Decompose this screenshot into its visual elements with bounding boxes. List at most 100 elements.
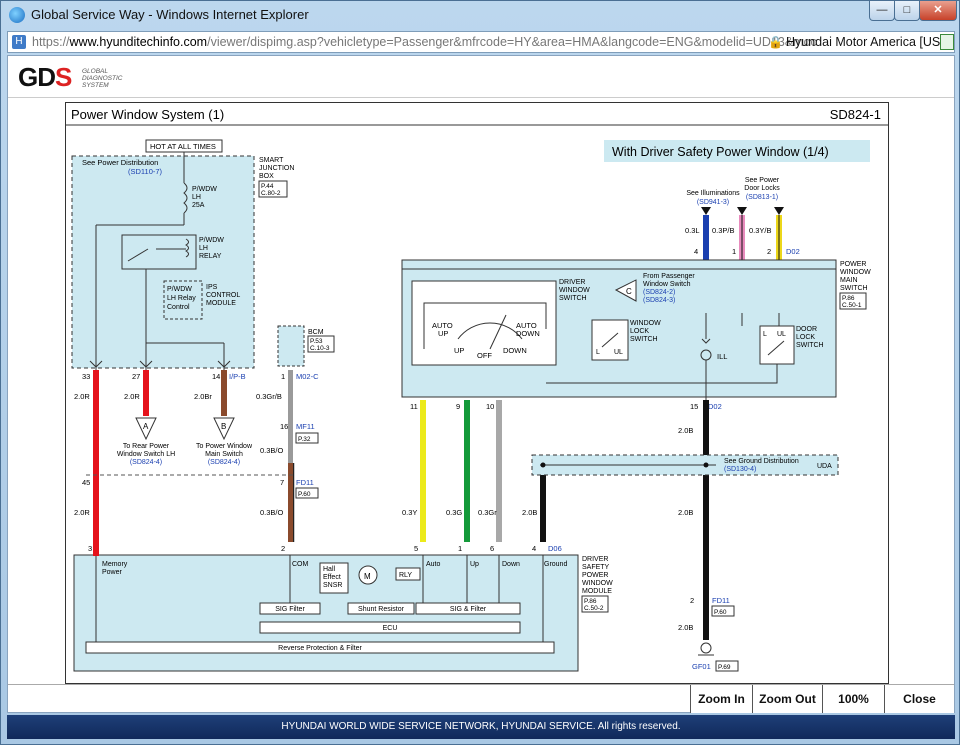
relay-ctrl-1: P/WDW [167,286,192,293]
main-pin-4: 4 [694,247,698,256]
pin-33: 33 [82,372,90,381]
fd11-right-ref-box [711,605,735,617]
wire-gray-bcm [288,370,293,542]
address-url[interactable]: https://www.hyunditechinfo.com/viewer/di… [32,35,817,49]
dspwm-ref-1: P.86 [584,598,597,605]
auto-down-2: DOWN [516,329,540,338]
relay-label-1: P/WDW [199,237,224,244]
main-d02: D02 [786,247,800,256]
main-switch-to-2: Main Switch [205,451,243,458]
see-ground-ref: (SD130-4) [724,466,756,473]
site-identity[interactable]: Hyundai Motor America [US] [786,35,944,49]
hot-label: HOT AT ALL TIMES [150,142,216,151]
ref-arrows [701,207,784,215]
mem-power-1: Memory [102,561,128,568]
close-viewer-button[interactable]: Close [884,685,954,713]
pwms-2: WINDOW [840,269,871,276]
relay-ctrl-2: LH Relay [167,295,196,302]
gf01-ref-box [715,660,739,672]
rly-box [395,567,421,581]
dls-2: LOCK [796,334,815,341]
connector-c [614,279,637,302]
sjb-ref-box [258,180,288,198]
url-host: www.hyunditechinfo.com [69,35,208,49]
wire-label-20b-mid: 2.0B [678,508,693,517]
wire-label-03grb: 0.3Gr/B [256,392,282,401]
main-switch-to-3: (SD824-4) [208,459,240,466]
main-pin-10: 10 [486,402,494,411]
diagram-code: SD824-1 [830,107,881,122]
wire-green [464,400,470,542]
hall-2: Effect [323,574,341,581]
wire-brown-14 [221,370,227,416]
motor-label: M [364,572,371,581]
ips-label-2: CONTROL [206,292,240,299]
pwms-ref-box [839,292,867,310]
url-scheme: https:// [32,35,70,49]
see-door-locks-1: See Power [745,177,780,184]
fd11-pin-7: 7 [280,478,284,487]
main-pin-9: 9 [456,402,460,411]
wire-label-03l: 0.3L [685,226,700,235]
title-bar: Global Service Way - Windows Internet Ex… [1,1,959,29]
main-pin-1: 1 [732,247,736,256]
gds-logo: GDS [18,62,72,93]
maximize-button[interactable]: □ [894,1,920,21]
minimize-button[interactable]: — [869,1,895,21]
wiring-diagram: Power Window System (1) SD824-1 With Dri… [65,102,889,684]
relay-contact [127,248,186,262]
pin-14: 14 [212,372,220,381]
main-d02-b: D02 [708,402,722,411]
m02c-label: M02-C [296,372,319,381]
close-window-button[interactable]: ✕ [919,1,957,21]
see-power-dist: See Power Distribution [82,158,158,167]
connector-b [213,417,235,441]
bcm-label: BCM [308,329,324,336]
module-internal-wiring [95,555,544,642]
ips-label-3: MODULE [206,300,236,307]
zoom-out-button[interactable]: Zoom Out [752,685,822,713]
wls-ul: UL [614,349,623,356]
sjb-name-2: JUNCTION [259,165,294,172]
hall-1: Hall [323,566,336,573]
ecu-box [259,621,521,634]
pwms-4: SWITCH [840,285,868,292]
rear-switch-3: (SD824-4) [130,459,162,466]
dspwm-4: WINDOW [582,580,613,587]
down-label: DOWN [503,346,527,355]
window-title: Global Service Way - Windows Internet Ex… [31,7,309,22]
address-bar[interactable]: H https://www.hyunditechinfo.com/viewer/… [7,31,955,53]
mod-pin-4: 4 [532,544,536,553]
sjb-name-1: SMART [259,157,284,164]
wire-label-03gr: 0.3Gr [478,508,497,517]
pin-1-bcm: 1 [281,372,285,381]
connector-c-label: C [626,287,632,296]
sig-and-filter-box [415,602,521,615]
gf01-ref: P.69 [718,664,731,671]
uda-label: UDA [817,463,832,470]
certificate-icon[interactable] [940,34,954,50]
auto-up-2: UP [438,329,448,338]
diagram-svg: Power Window System (1) SD824-1 With Dri… [66,107,888,672]
page-content: GDS GLOBAL DIAGNOSTIC SYSTEM Power Windo… [7,55,955,713]
wire-label-03pb: 0.3P/B [712,226,735,235]
sjb-connector-marks [89,360,231,368]
reverse-box [85,641,555,654]
dspwm-5: MODULE [582,588,612,595]
wire-label-20b-mod: 2.0B [522,508,537,517]
url-path: /viewer/dispimg.asp?vehicletype=Passenge… [207,35,817,49]
sjb-name-3: BOX [259,173,274,180]
drv-sw-3: SWITCH [559,295,587,302]
lock-icon[interactable]: 🔒 [768,35,783,49]
down-mod-label: Down [502,561,520,568]
zoom-in-button[interactable]: Zoom In [690,685,752,713]
ips-label-1: IPS [206,284,218,291]
wls-3: SWITCH [630,336,658,343]
wire-black-mod [540,459,546,542]
zoom-level: 100% [822,685,884,713]
bcm-box [277,325,305,367]
fd11-ref: P.60 [298,491,311,498]
drv-switch-wiring [423,302,547,349]
off-label: OFF [477,351,492,360]
